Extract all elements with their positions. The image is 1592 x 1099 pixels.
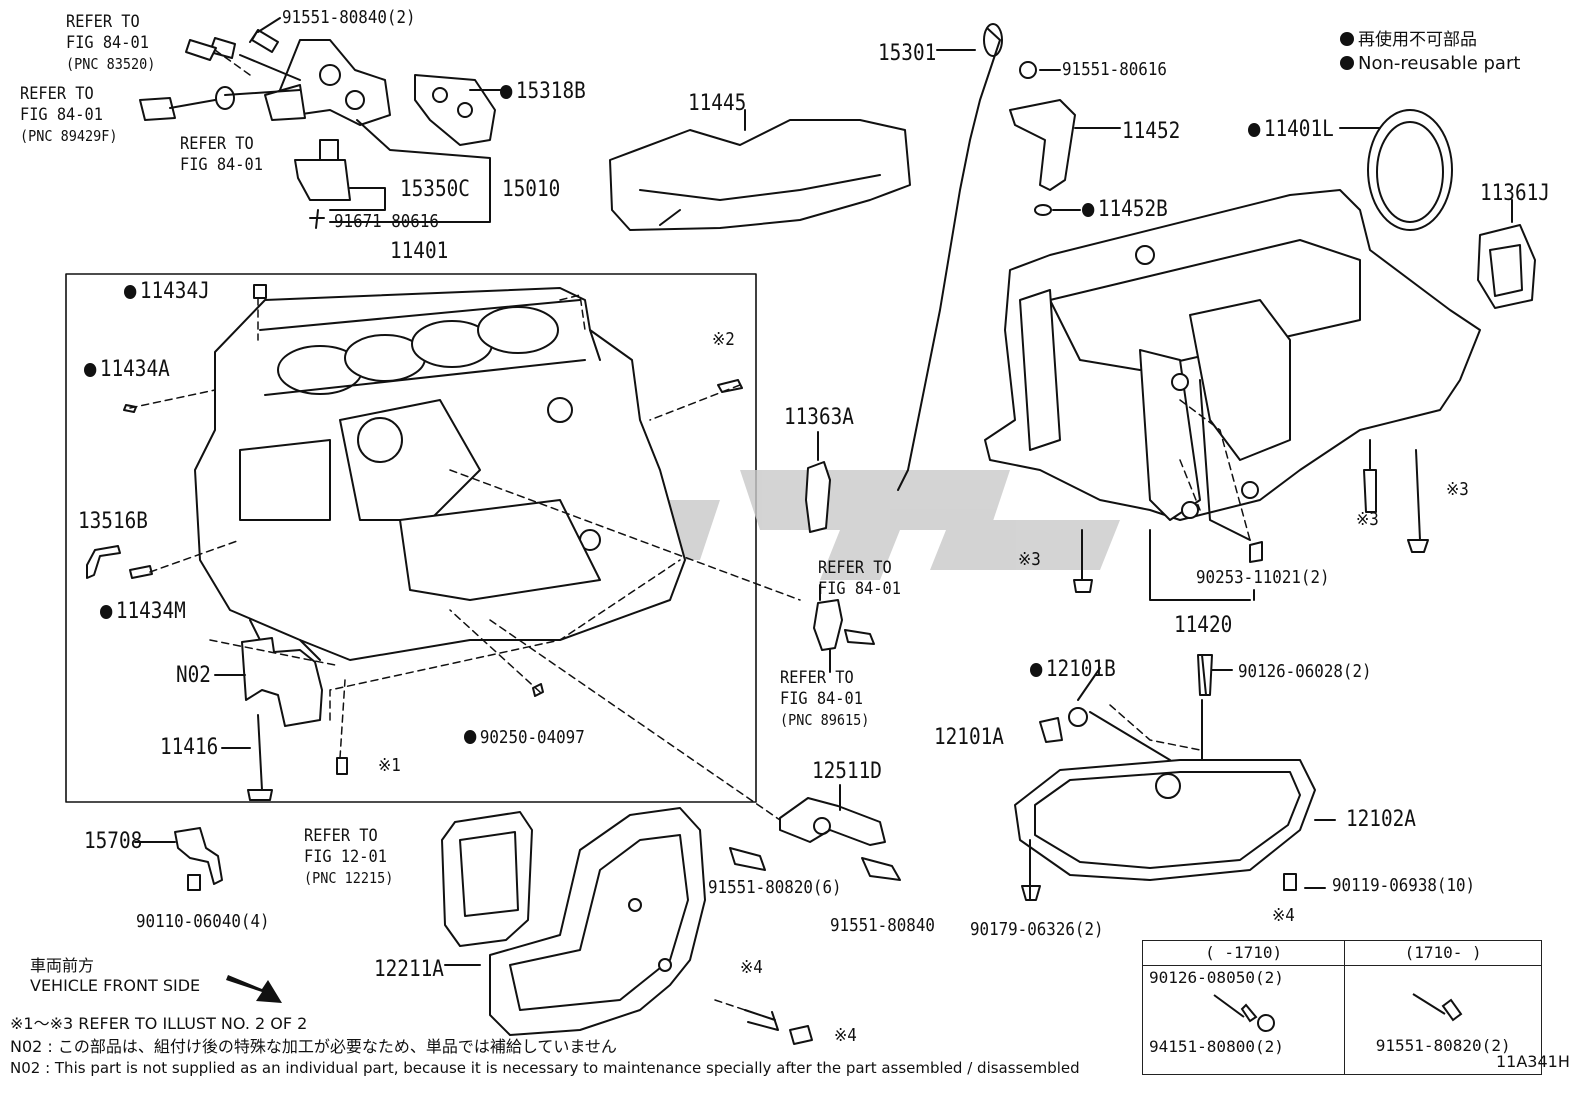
part-label-15301[interactable]: 15301	[878, 41, 937, 66]
mark-3-right: ※3	[1446, 479, 1469, 500]
front-arrow	[226, 975, 282, 1003]
part-label-12102a[interactable]: 12102A	[1346, 807, 1416, 832]
part-label-11434a[interactable]: 11434A	[84, 358, 170, 382]
mark-3-left: ※3	[1018, 549, 1041, 570]
mark-4-nut: ※4	[834, 1025, 857, 1046]
part-label-12511d[interactable]: 12511D	[812, 759, 882, 784]
part-label-94151-80800-2[interactable]: 94151-80800(2)	[1149, 1037, 1284, 1056]
part-label-91671-80616[interactable]: 91671-80616	[334, 211, 439, 232]
part-label-11401[interactable]: 11401	[390, 239, 449, 264]
part-label-91551-80840-2[interactable]: 91551-80840(2)	[282, 7, 416, 28]
stud-bolt-icon	[1213, 994, 1275, 1032]
cylinder-block-frame	[65, 273, 757, 803]
part-label-90126-06028-2[interactable]: 90126-06028(2)	[1238, 661, 1372, 682]
cover-11361j	[1477, 224, 1536, 309]
footnote-marks: ※1～※3 REFER TO ILLUST NO. 2 OF 2	[10, 1014, 308, 1033]
part-label-90126-08050-2[interactable]: 90126-08050(2)	[1149, 968, 1284, 987]
part-label-12101a[interactable]: 12101A	[934, 725, 1004, 750]
part-label-90250-04097[interactable]: 90250-04097	[464, 728, 585, 748]
part-label-11416[interactable]: 11416	[160, 735, 219, 760]
part-label-90179-06326-2[interactable]: 90179-06326(2)	[970, 919, 1104, 940]
footnote-n02-ja: N02 : この部品は、組付け後の特殊な加工が必要なため、単品では補給していませ…	[10, 1037, 617, 1056]
part-label-11420[interactable]: 11420	[1174, 613, 1233, 638]
part-label-91551-80840[interactable]: 91551-80840	[830, 915, 935, 936]
part-label-11361j[interactable]: 11361J	[1480, 181, 1550, 206]
part-label-15708[interactable]: 15708	[84, 829, 143, 854]
timing-cover-12211a	[489, 807, 706, 1036]
plate-11363a	[805, 461, 831, 533]
part-label-11401l[interactable]: 11401L	[1248, 118, 1334, 142]
cover-12215	[441, 811, 533, 947]
crankcase-11420	[984, 189, 1481, 521]
sensor-15350c	[294, 139, 351, 201]
part-label-11434m[interactable]: 11434M	[100, 600, 186, 624]
mark-4-table: ※4	[1272, 905, 1295, 926]
bearing-cap-n02	[241, 637, 323, 727]
part-label-12211a[interactable]: 12211A	[374, 957, 444, 982]
knock-sensor	[813, 599, 875, 651]
mark-1: ※1	[378, 755, 401, 776]
oil-seal-11401l	[1367, 109, 1453, 231]
bracket-12511d	[779, 797, 886, 846]
mark-2: ※2	[712, 329, 735, 350]
part-label-15010[interactable]: 15010	[502, 177, 561, 202]
part-label-11452b[interactable]: 11452B	[1082, 198, 1168, 222]
variant-table: ( -1710) (1710- ) 90126-08050(2) 94151-8…	[1141, 940, 1542, 1075]
part-label-90110-06040-4[interactable]: 90110-06040(4)	[136, 911, 270, 932]
nozzle-15708	[174, 827, 223, 885]
part-label-11363a[interactable]: 11363A	[784, 405, 854, 430]
cylinder-block	[194, 287, 686, 681]
part-label-11452[interactable]: 11452	[1122, 119, 1181, 144]
refer-to-89615[interactable]: REFER TO FIG 84-01 (PNC 89615)	[780, 668, 870, 729]
oil-pipe-11452	[1009, 61, 1076, 216]
mark-4-bolt: ※4	[740, 957, 763, 978]
variant-col-after: (1710- )	[1344, 940, 1542, 966]
part-label-n02[interactable]: N02	[176, 663, 211, 688]
refer-to-84-01-c[interactable]: REFER TO FIG 84-01	[180, 134, 263, 175]
refer-to-83520[interactable]: REFER TO FIG 84-01 (PNC 83520)	[66, 12, 156, 73]
gasket-15318b	[414, 74, 496, 146]
oil-dipstick	[897, 23, 1003, 491]
oil-control-valve	[264, 39, 391, 126]
refer-to-84-01-d[interactable]: REFER TO FIG 84-01	[818, 558, 901, 599]
part-label-90253-11021-2[interactable]: 90253-11021(2)	[1196, 567, 1330, 588]
part-label-11445[interactable]: 11445	[688, 91, 747, 116]
part-label-15318b[interactable]: 15318B	[500, 80, 586, 104]
footnote-n02-en: N02 : This part is not supplied as an in…	[10, 1059, 1080, 1077]
oil-pan-12102a	[1014, 759, 1316, 881]
legend-non-reusable-ja: 再使用不可部品	[1340, 30, 1477, 50]
illustration-id: 11A341H	[1496, 1052, 1570, 1071]
part-label-91551-80820-6[interactable]: 91551-80820(6)	[708, 877, 842, 898]
baffle-11445	[609, 119, 911, 231]
variant-col-before: ( -1710)	[1141, 940, 1346, 966]
refer-to-89429f[interactable]: REFER TO FIG 84-01 (PNC 89429F)	[20, 84, 118, 145]
part-label-12101b[interactable]: 12101B	[1030, 658, 1116, 682]
part-label-11434j[interactable]: 11434J	[124, 280, 210, 304]
vehicle-front-en: VEHICLE FRONT SIDE	[30, 976, 201, 995]
part-label-90119-06938-10[interactable]: 90119-06938(10)	[1332, 875, 1476, 896]
mark-3-mid: ※3	[1356, 509, 1379, 530]
part-label-13516b[interactable]: 13516B	[78, 509, 148, 534]
part-label-91551-80616[interactable]: 91551-80616	[1062, 59, 1167, 80]
flange-bolt-icon	[1412, 993, 1463, 1022]
part-label-15350c[interactable]: 15350C	[400, 177, 470, 202]
part-label-91551-80820-2[interactable]: 91551-80820(2)	[1375, 1036, 1511, 1055]
refer-to-12215[interactable]: REFER TO FIG 12-01 (PNC 12215)	[304, 826, 394, 887]
legend-non-reusable-en: Non-reusable part	[1340, 54, 1520, 74]
vehicle-front-ja: 車両前方	[30, 956, 95, 975]
